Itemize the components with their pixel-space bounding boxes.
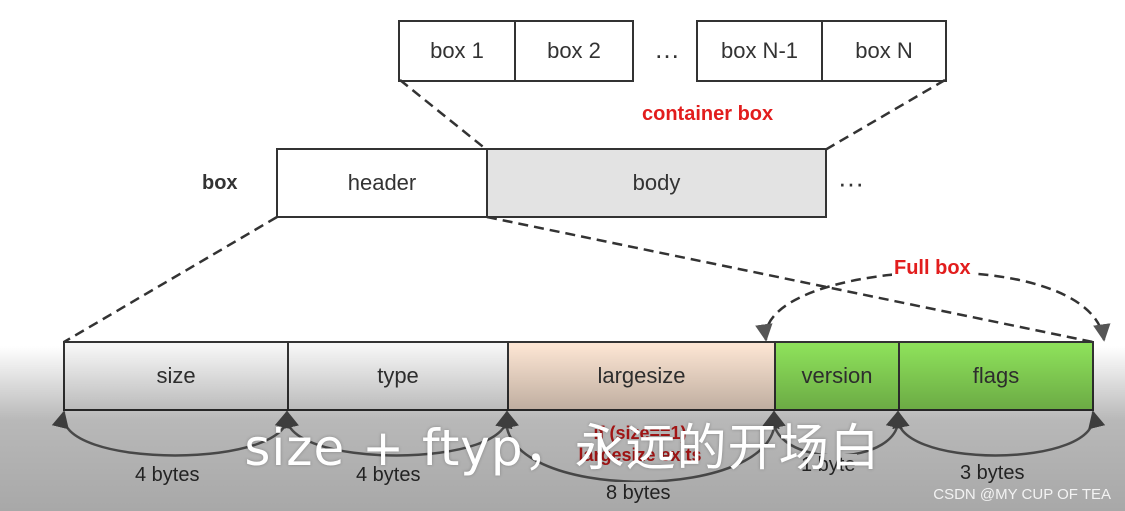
field-largesize: largesize bbox=[507, 341, 776, 411]
container-ellipsis: … bbox=[654, 34, 680, 64]
largesize-note-line2: largesize exits bbox=[578, 445, 702, 465]
container-box-n: box N bbox=[821, 20, 947, 82]
type-bytes-curve bbox=[274, 410, 519, 457]
container-box-n-minus-1: box N-1 bbox=[696, 20, 823, 82]
field-version: version bbox=[774, 341, 900, 411]
field-largesize-label: largesize bbox=[597, 363, 686, 388]
header-label: header bbox=[347, 170, 417, 195]
video-subtitle: size + ftyp，永远的开场白 bbox=[244, 419, 881, 477]
flags-bytes-curve bbox=[885, 410, 1106, 457]
largesize-note-line1: if (size==1) bbox=[593, 423, 687, 443]
version-bytes-label: 1 byte bbox=[799, 454, 858, 477]
size-bytes-curve bbox=[51, 410, 299, 457]
largesize-note: if (size==1) largesize exits bbox=[560, 422, 720, 466]
container-box-2-label: box 2 bbox=[547, 38, 601, 63]
field-type-label: type bbox=[377, 363, 419, 388]
field-flags-label: flags bbox=[972, 363, 1020, 388]
field-type: type bbox=[287, 341, 509, 411]
header-box: header bbox=[276, 148, 488, 218]
box-label: box bbox=[202, 172, 238, 194]
dashed-line-field-left bbox=[63, 215, 278, 344]
container-box-1: box 1 bbox=[398, 20, 516, 82]
field-flags: flags bbox=[898, 341, 1094, 411]
largesize-bytes-label: 8 bytes bbox=[604, 482, 673, 505]
dashed-line-container-right bbox=[824, 78, 946, 152]
container-box-label: container box bbox=[642, 103, 774, 125]
size-bytes-label: 4 bytes bbox=[133, 464, 202, 487]
container-box-2: box 2 bbox=[514, 20, 634, 82]
container-box-n-label: box N bbox=[855, 38, 913, 63]
largesize-bytes-curve bbox=[495, 410, 786, 483]
dashed-line-field-right bbox=[486, 215, 1094, 344]
dashed-line-container-left bbox=[399, 79, 488, 151]
field-version-label: version bbox=[801, 363, 873, 388]
box-ellipsis: ··· bbox=[838, 168, 864, 198]
type-bytes-label: 4 bytes bbox=[354, 464, 423, 487]
field-size-label: size bbox=[156, 363, 196, 388]
csdn-watermark: CSDN @MY CUP OF TEA bbox=[933, 486, 1111, 503]
full-box-label: Full box bbox=[892, 257, 973, 280]
body-box: body bbox=[486, 148, 827, 218]
container-box-n-minus-1-label: box N-1 bbox=[720, 38, 799, 63]
body-label: body bbox=[632, 170, 681, 195]
flags-bytes-label: 3 bytes bbox=[958, 462, 1027, 485]
field-size: size bbox=[63, 341, 289, 411]
full-box-curve bbox=[755, 271, 1111, 342]
container-box-1-label: box 1 bbox=[430, 38, 484, 63]
